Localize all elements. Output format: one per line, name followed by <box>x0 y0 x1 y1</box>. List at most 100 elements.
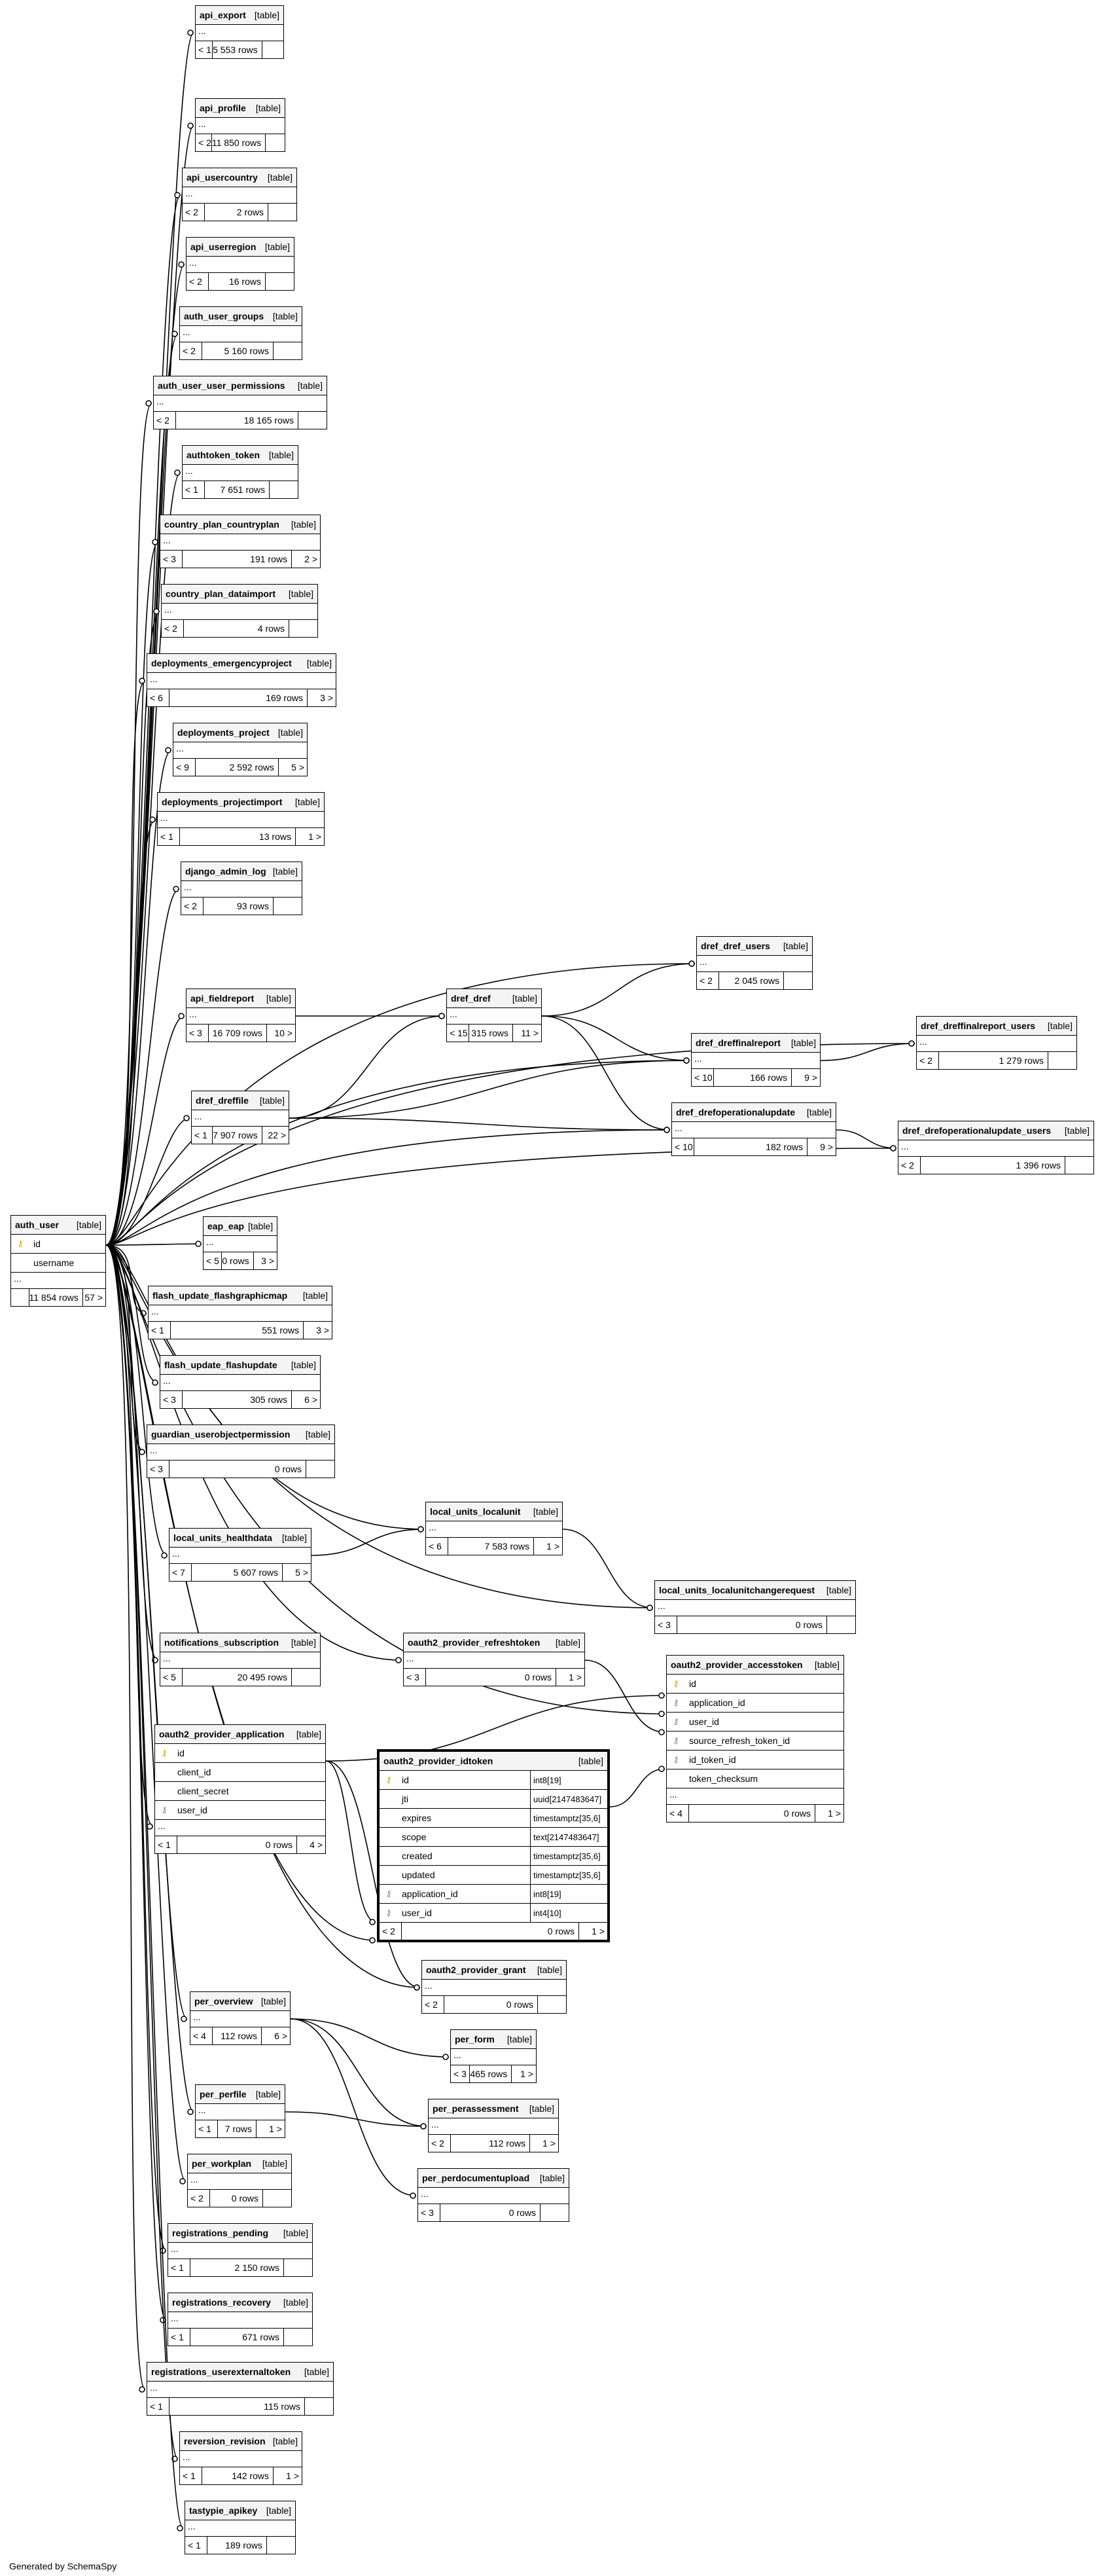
table-type: [table] <box>304 2367 329 2377</box>
column-row[interactable]: ⚷id <box>11 1235 105 1254</box>
edge-endpoint <box>173 886 179 892</box>
foreign-key-icon: ⚷ <box>673 1754 679 1764</box>
columns-ellipsis: ... <box>196 25 283 41</box>
table-oauth2-provider-refreshtoken[interactable]: oauth2_provider_refreshtoken[table] ... … <box>403 1633 585 1686</box>
table-oauth2-provider-accesstoken[interactable]: oauth2_provider_accesstoken[table] ⚷id ⚷… <box>666 1655 844 1823</box>
column-row[interactable]: ⚷id <box>667 1675 843 1694</box>
children-count <box>265 273 294 290</box>
parents-count: < 5 <box>160 1669 183 1686</box>
row-count: 16 709 rows <box>212 1028 262 1038</box>
edge-endpoint <box>438 1013 445 1019</box>
table-auth-user[interactable]: auth_user[table] ⚷id username ... 11 854… <box>10 1215 106 1307</box>
table-name: eap_eap <box>207 1221 245 1231</box>
relationship-edge <box>562 1529 654 1608</box>
table-flash-update-flashgraphicmap[interactable]: flash_update_flashgraphicmap[table] ... … <box>148 1286 332 1339</box>
table-dref-drefoperationalupdate-users[interactable]: dref_drefoperationalupdate_users[table] … <box>898 1121 1094 1174</box>
parents-count: < 6 <box>426 1538 448 1555</box>
row-count: 0 rows <box>795 1620 823 1630</box>
parents-count: < 3 <box>451 2065 470 2082</box>
table-name: per_overview <box>194 1996 253 2006</box>
table-registrations-userexternaltoken[interactable]: registrations_userexternaltoken[table] .… <box>147 2362 334 2416</box>
parents-count: < 2 <box>154 412 176 429</box>
table-deployments-projectimport[interactable]: deployments_projectimport[table] ... < 1… <box>157 792 325 846</box>
table-auth-user-user-permissions[interactable]: auth_user_user_permissions[table] ... < … <box>153 376 327 429</box>
parents-count: < 1 <box>185 2537 207 2554</box>
table-oauth2-provider-application[interactable]: oauth2_provider_application[table] ⚷id c… <box>154 1724 326 1854</box>
table-deployments-emergencyproject[interactable]: deployments_emergencyproject[table] ... … <box>147 653 336 707</box>
column-row[interactable]: ⚷id_token_id <box>667 1751 843 1769</box>
children-count <box>289 620 317 637</box>
table-dref-drefoperationalupdate[interactable]: dref_drefoperationalupdate[table] ... < … <box>671 1102 836 1156</box>
column-row[interactable]: client_id <box>155 1763 325 1782</box>
table-name: api_usercountry <box>186 172 258 183</box>
parents-count <box>11 1289 29 1306</box>
table-type: [table] <box>1047 1021 1073 1031</box>
column-row[interactable]: client_secret <box>155 1782 325 1801</box>
row-count: 0 rows <box>524 1672 552 1682</box>
table-notifications-subscription[interactable]: notifications_subscription[table] ... < … <box>160 1633 321 1686</box>
parents-count: < 7 <box>169 1564 192 1581</box>
relationship-edge <box>290 2018 417 2196</box>
parents-count: < 3 <box>186 1025 209 1042</box>
relationship-edge <box>290 2018 450 2058</box>
column-row[interactable]: username <box>11 1254 105 1273</box>
column-row[interactable]: ⚷id <box>155 1744 325 1763</box>
children-count <box>262 2190 291 2207</box>
children-count: 2 > <box>291 551 320 568</box>
column-name: client_id <box>177 1767 211 1777</box>
column-type: int8[19] <box>530 1771 607 1789</box>
columns-ellipsis: ... <box>147 1444 334 1460</box>
table-dref-dreffinalreport-users[interactable]: dref_dreffinalreport_users[table] ... < … <box>916 1016 1077 1070</box>
column-row[interactable]: ⚷user_id <box>667 1713 843 1732</box>
columns-ellipsis: ... <box>168 2243 312 2259</box>
table-local-units-localunitchangerequest[interactable]: local_units_localunitchangerequest[table… <box>654 1580 856 1634</box>
column-row[interactable]: ⚷user_id <box>155 1801 325 1820</box>
column-row[interactable]: ⚷source_refresh_token_id <box>667 1732 843 1751</box>
column-row[interactable]: token_checksum <box>667 1769 843 1788</box>
table-guardian-userobjectpermission[interactable]: guardian_userobjectpermission[table] ...… <box>147 1424 335 1478</box>
column-row[interactable]: ⚷application_id <box>667 1694 843 1713</box>
column-name: username <box>33 1258 75 1268</box>
parents-count: < 2 <box>181 898 204 915</box>
parents-count: < 9 <box>173 759 196 776</box>
